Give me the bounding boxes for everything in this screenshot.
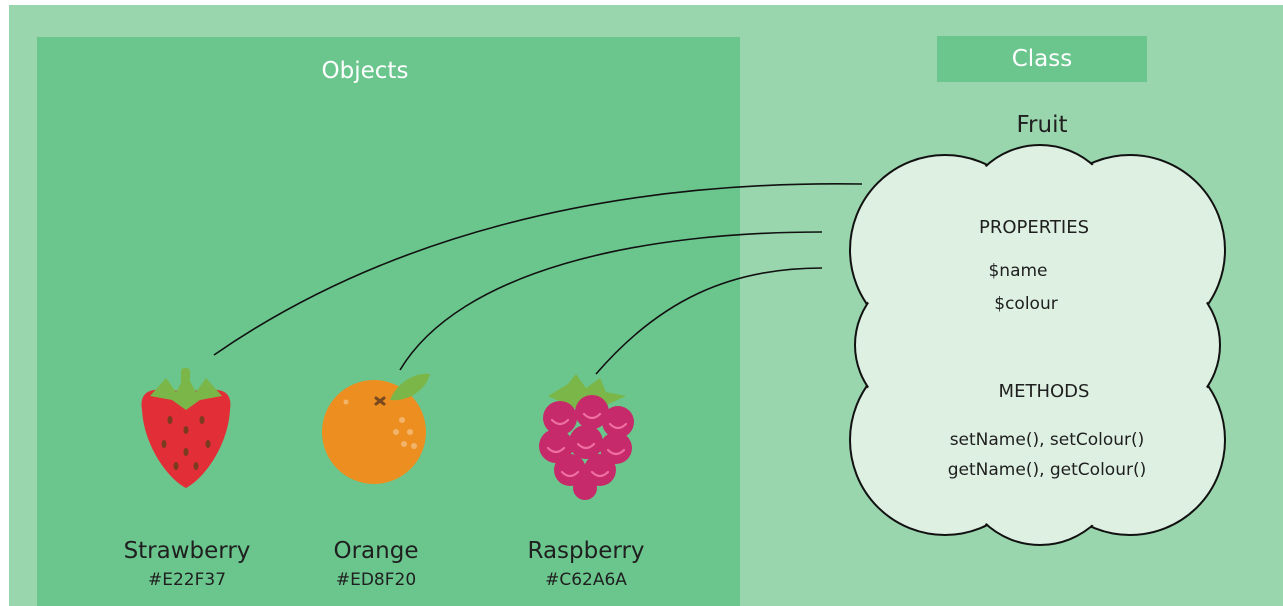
class-name: Fruit (1016, 112, 1068, 138)
strawberry-icon (141, 368, 231, 488)
fruit-hex-strawberry: #E22F37 (147, 570, 227, 590)
fruit-name-raspberry: Raspberry (527, 538, 645, 564)
properties-heading: PROPERTIES (978, 217, 1090, 238)
methods-heading: METHODS (998, 381, 1090, 402)
property-name: $name (988, 261, 1048, 281)
property-colour: $colour (994, 294, 1058, 314)
orange-icon (322, 373, 430, 484)
connector-orange (399, 231, 823, 371)
connector-raspberry (595, 267, 823, 375)
fruit-name-orange: Orange (333, 538, 419, 564)
fruit-hex-orange: #ED8F20 (335, 570, 417, 590)
objects-title: Objects (321, 58, 409, 84)
methods-setters: setName(), setColour() (949, 430, 1145, 450)
objects-panel (37, 37, 740, 606)
class-cloud (849, 144, 1226, 546)
connector-strawberry (213, 183, 863, 356)
raspberry-icon (539, 374, 634, 500)
fruit-hex-raspberry: #C62A6A (545, 570, 627, 590)
class-badge: Class (937, 36, 1147, 82)
methods-getters: getName(), getColour() (947, 460, 1147, 480)
fruit-name-strawberry: Strawberry (123, 538, 251, 564)
